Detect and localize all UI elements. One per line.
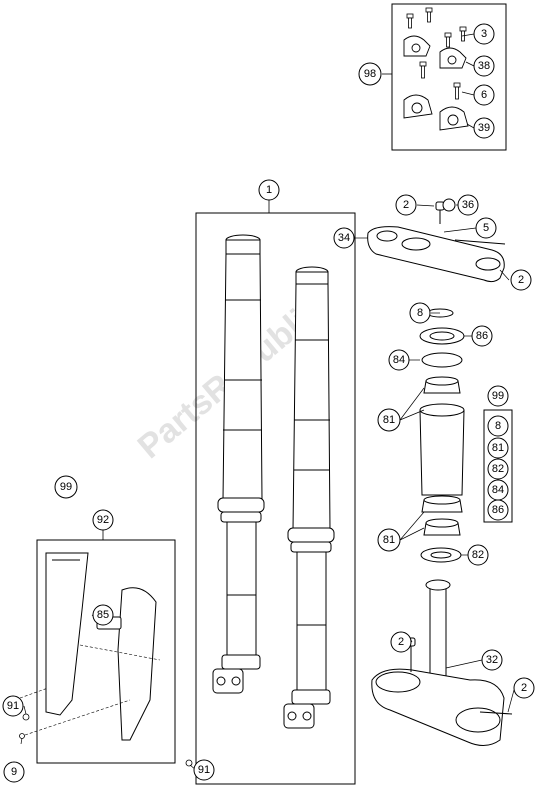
svg-text:38: 38 — [478, 60, 490, 72]
callout-86: 86 — [471, 325, 493, 347]
svg-text:6: 6 — [481, 89, 487, 101]
fork-guard-left — [45, 552, 89, 716]
svg-text:86: 86 — [492, 504, 504, 516]
callout-81: 81 — [487, 437, 509, 459]
callout-91: 91 — [2, 695, 24, 717]
callout-91: 91 — [193, 759, 215, 781]
callout-99: 99 — [54, 475, 78, 499]
kit-list-box — [483, 409, 513, 523]
fork-leg-right — [283, 266, 335, 729]
svg-text:92: 92 — [97, 514, 109, 526]
svg-text:39: 39 — [478, 122, 490, 134]
callout-2: 2 — [513, 677, 535, 699]
callout-8: 8 — [487, 415, 509, 437]
callouts: 1 2 36 34 5 2 3 38 6 39 98 8 86 84 81 81… — [2, 23, 535, 783]
callout-2: 2 — [395, 194, 417, 216]
svg-text:36: 36 — [462, 199, 474, 211]
upper-triple-clamp — [367, 198, 506, 283]
svg-text:99: 99 — [60, 481, 72, 493]
callout-6: 6 — [473, 84, 495, 106]
svg-text:34: 34 — [338, 232, 350, 244]
steering-tube-sleeve — [419, 409, 465, 496]
kit-box-98 — [382, 3, 507, 151]
fork-guard-right — [117, 587, 157, 741]
callout-92: 92 — [92, 509, 114, 531]
svg-text:98: 98 — [364, 68, 376, 80]
svg-text:9: 9 — [11, 766, 17, 778]
callout-36: 36 — [457, 194, 479, 216]
callout-3: 3 — [473, 23, 495, 45]
svg-text:2: 2 — [398, 636, 404, 648]
callout-34: 34 — [333, 227, 355, 249]
fork-protector-box — [19, 530, 176, 764]
callout-32: 32 — [481, 649, 503, 671]
callout-2: 2 — [390, 631, 412, 653]
callout-5: 5 — [475, 217, 497, 239]
fork-leg-left — [212, 234, 265, 694]
callout-82: 82 — [487, 458, 509, 480]
small-bolt-icon — [406, 7, 467, 100]
svg-text:82: 82 — [492, 463, 504, 475]
callout-99: 99 — [487, 385, 509, 407]
ring-84 — [421, 352, 463, 368]
callout-1: 1 — [258, 179, 280, 201]
svg-text:8: 8 — [495, 420, 501, 432]
svg-text:8: 8 — [417, 307, 423, 319]
callout-86: 86 — [487, 499, 509, 521]
svg-text:84: 84 — [393, 354, 405, 366]
fork-legs-box — [195, 200, 356, 785]
handlebar-clamp-icon — [403, 35, 469, 131]
callout-82: 82 — [467, 544, 489, 566]
callout-38: 38 — [473, 55, 495, 77]
callout-39: 39 — [473, 117, 495, 139]
callout-2: 2 — [510, 269, 532, 291]
svg-text:2: 2 — [403, 199, 409, 211]
svg-text:81: 81 — [492, 442, 504, 454]
callout-81: 81 — [377, 528, 401, 552]
screw-icon — [19, 713, 193, 767]
callout-9: 9 — [3, 761, 25, 783]
callout-98: 98 — [358, 62, 382, 86]
svg-text:81: 81 — [383, 534, 395, 546]
svg-text:82: 82 — [472, 549, 484, 561]
svg-text:91: 91 — [198, 764, 210, 776]
svg-text:99: 99 — [492, 390, 504, 402]
svg-text:1: 1 — [266, 184, 272, 196]
svg-text:91: 91 — [7, 700, 19, 712]
leader-lines — [20, 204, 515, 771]
nut-36-icon — [442, 198, 456, 212]
svg-text:5: 5 — [483, 222, 489, 234]
svg-text:2: 2 — [521, 682, 527, 694]
steering-bearing-stack — [419, 308, 465, 563]
svg-text:86: 86 — [476, 330, 488, 342]
callout-81: 81 — [377, 408, 401, 432]
callout-8: 8 — [409, 302, 431, 324]
svg-text:2: 2 — [518, 274, 524, 286]
callout-84: 84 — [388, 349, 410, 371]
svg-text:81: 81 — [383, 414, 395, 426]
svg-text:3: 3 — [481, 28, 487, 40]
callout-84: 84 — [487, 479, 509, 501]
callout-85: 85 — [92, 604, 114, 626]
steering-stem — [429, 584, 447, 686]
svg-text:32: 32 — [486, 654, 498, 666]
svg-text:84: 84 — [492, 484, 504, 496]
svg-text:85: 85 — [97, 609, 109, 621]
